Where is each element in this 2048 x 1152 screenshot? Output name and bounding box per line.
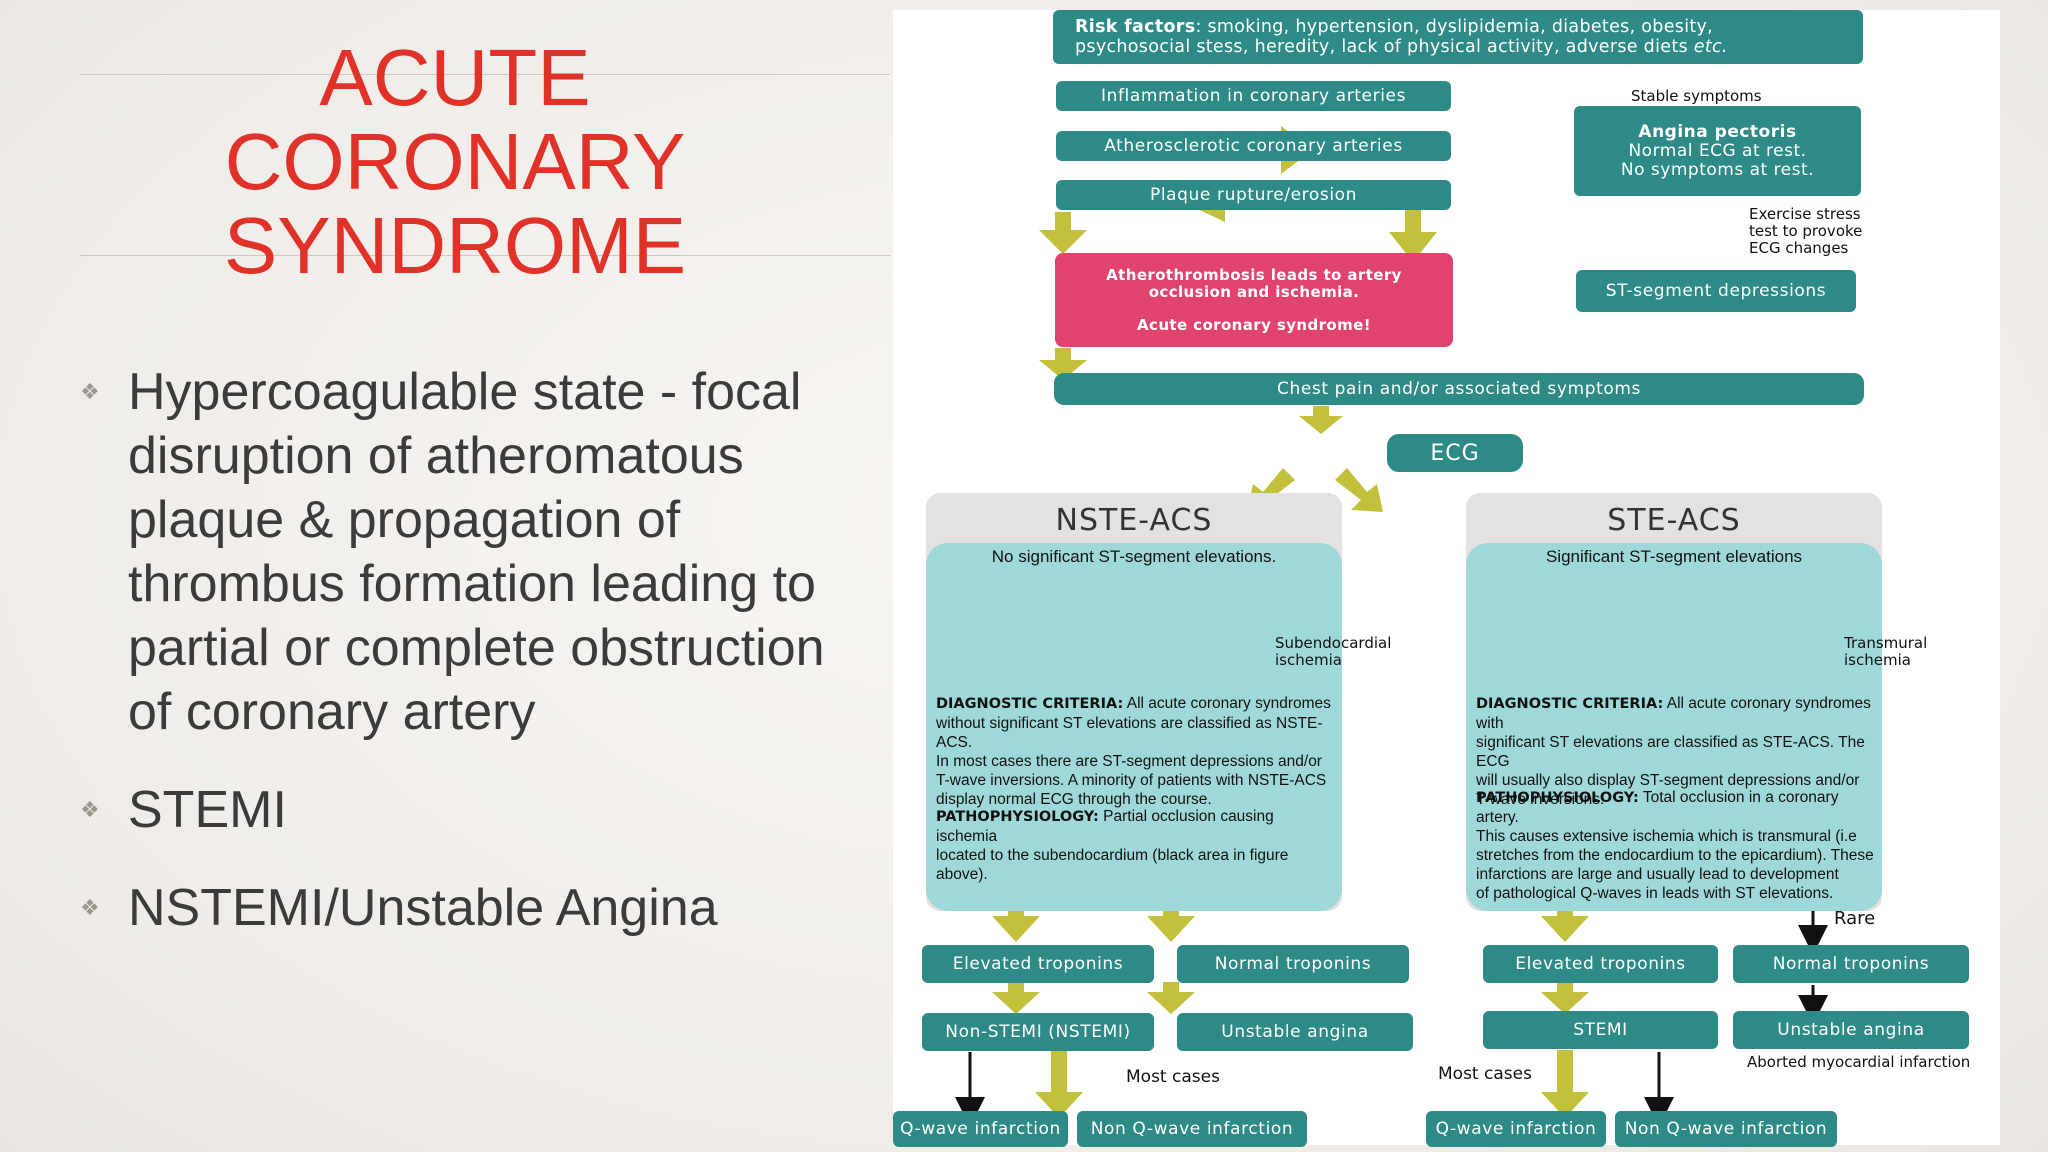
arrow-down [1039,212,1087,254]
nste-subtitle: No significant ST-segment elevations. [926,547,1342,566]
nste-dx-line: All acute coronary syndromes [1123,695,1331,712]
nste-dx-line: without significant ST elevations are cl… [936,714,1336,752]
bullet-diamond-icon: ❖ [80,898,100,918]
ste-patho-label: PATHOPHYSIOLOGY: [1476,790,1639,806]
stemi-box: STEMI [1483,1011,1718,1049]
nste-most-cases-label: Most cases [1126,1069,1220,1086]
st-depressions-box: ST-segment depressions [1576,270,1856,312]
nste-normal-troponins-box: Normal troponins [1177,945,1409,983]
ste-pathophysiology: PATHOPHYSIOLOGY: Total occlusion in a co… [1476,788,1880,903]
arrow-down [1299,406,1343,434]
bullet-item: ❖ STEMI [80,778,880,842]
bullet-item: ❖ NSTEMI/Unstable Angina [80,876,880,940]
risk-factors-label: Risk factors [1075,17,1195,37]
acs-line-1: Atherothrombosis leads to artery [1106,267,1402,284]
title-line-2: CORONARY [180,120,730,204]
risk-factors-text-2: psychosocial stess, heredity, lack of ph… [1075,37,1694,57]
bullet-diamond-icon: ❖ [80,382,100,402]
exercise-line-3: ECG changes [1749,240,1909,257]
aborted-mi-label: Aborted myocardial infarction [1747,1054,1970,1071]
ste-unstable-angina-box: Unstable angina [1733,1011,1969,1049]
subendocardial-line-1: Subendocardial [1275,635,1391,652]
nste-diagnostic-criteria: DIAGNOSTIC CRITERIA: All acute coronary … [936,694,1336,809]
nste-patho-label: PATHOPHYSIOLOGY: [936,809,1099,825]
bullet-list: ❖ Hypercoagulable state - focal disrupti… [80,360,880,974]
bullet-diamond-icon: ❖ [80,800,100,820]
nste-dx-line: T-wave inversions. A minority of patient… [936,771,1336,790]
nste-dx-line: In most cases there are ST-segment depre… [936,752,1336,771]
angina-line-1: Normal ECG at rest. [1628,142,1806,161]
arrow-down [992,982,1040,1014]
angina-box: Angina pectoris Normal ECG at rest. No s… [1574,106,1861,196]
ste-patho-line: This causes extensive ischemia which is … [1476,827,1880,846]
arrow-down [1541,982,1589,1014]
ste-patho-line: infarctions are large and usually lead t… [1476,865,1880,884]
risk-factors-text-1: : smoking, hypertension, dyslipidemia, d… [1195,17,1713,37]
transmural-line-1: Transmural [1844,635,1927,652]
ste-most-cases-label: Most cases [1438,1066,1532,1083]
acs-flowchart: Risk factors: smoking, hypertension, dys… [893,10,2000,1145]
ste-q-wave-box: Q-wave infarction [1426,1111,1606,1147]
nste-elevated-troponins-box: Elevated troponins [922,945,1154,983]
ste-normal-troponins-box: Normal troponins [1733,945,1969,983]
acs-line-2: occlusion and ischemia. [1149,284,1360,301]
ecg-box: ECG [1387,434,1523,472]
acs-box: Atherothrombosis leads to artery occlusi… [1055,253,1453,347]
bullet-text: Hypercoagulable state - focal disruption… [128,363,825,741]
nstemi-box: Non-STEMI (NSTEMI) [922,1013,1154,1051]
bullet-text: STEMI [128,781,287,839]
nste-patho-line: located to the subendocardium (black are… [936,846,1336,884]
title-line-3: SYNDROME [180,204,730,288]
subendocardial-line-2: ischemia [1275,652,1391,669]
arrow-down [1147,982,1195,1014]
subendocardial-label: Subendocardial ischemia [1275,635,1391,669]
nste-pathophysiology: PATHOPHYSIOLOGY: Partial occlusion causi… [936,807,1336,884]
ste-patho-line: of pathological Q-waves in leads with ST… [1476,884,1880,903]
nste-q-wave-box: Q-wave infarction [893,1111,1068,1147]
ste-dx-line: significant ST elevations are classified… [1476,733,1880,771]
atherosclerotic-box: Atherosclerotic coronary arteries [1056,131,1451,161]
plaque-box: Plaque rupture/erosion [1056,180,1451,210]
angina-line-2: No symptoms at rest. [1621,161,1814,180]
stable-symptoms-label: Stable symptoms [1631,88,1762,105]
title-line-1: ACUTE [180,36,730,120]
arrow-down-right [1335,468,1383,512]
bullet-item: ❖ Hypercoagulable state - focal disrupti… [80,360,880,744]
ste-patho-line: stretches from the endocardium to the ep… [1476,846,1880,865]
chest-pain-box: Chest pain and/or associated symptoms [1054,373,1864,405]
slide-title: ACUTE CORONARY SYNDROME [180,36,730,288]
transmural-line-2: ischemia [1844,652,1927,669]
arrow-down [1541,1050,1589,1118]
angina-title: Angina pectoris [1638,123,1796,142]
transmural-label: Transmural ischemia [1844,635,1927,669]
inflammation-box: Inflammation in coronary arteries [1056,81,1451,111]
nste-non-q-wave-box: Non Q-wave infarction [1077,1111,1307,1147]
ste-elevated-troponins-box: Elevated troponins [1483,945,1718,983]
nste-dx-label: DIAGNOSTIC CRITERIA: [936,696,1123,712]
ste-dx-label: DIAGNOSTIC CRITERIA: [1476,696,1663,712]
exercise-line-1: Exercise stress [1749,206,1909,223]
nste-acs-heading: NSTE-ACS [926,503,1342,538]
exercise-line-2: test to provoke [1749,223,1909,240]
ste-subtitle: Significant ST-segment elevations [1466,547,1882,566]
ste-acs-heading: STE-ACS [1466,503,1882,538]
nste-unstable-angina-box: Unstable angina [1177,1013,1413,1051]
arrow-down [1035,1050,1083,1118]
exercise-stress-label: Exercise stress test to provoke ECG chan… [1749,206,1909,257]
risk-factors-box: Risk factors: smoking, hypertension, dys… [1053,10,1863,64]
rare-label: Rare [1834,910,1875,927]
acs-line-3: Acute coronary syndrome! [1137,317,1371,334]
bullet-text: NSTEMI/Unstable Angina [128,879,718,937]
risk-factors-etc: etc. [1694,37,1728,57]
ste-non-q-wave-box: Non Q-wave infarction [1615,1111,1837,1147]
